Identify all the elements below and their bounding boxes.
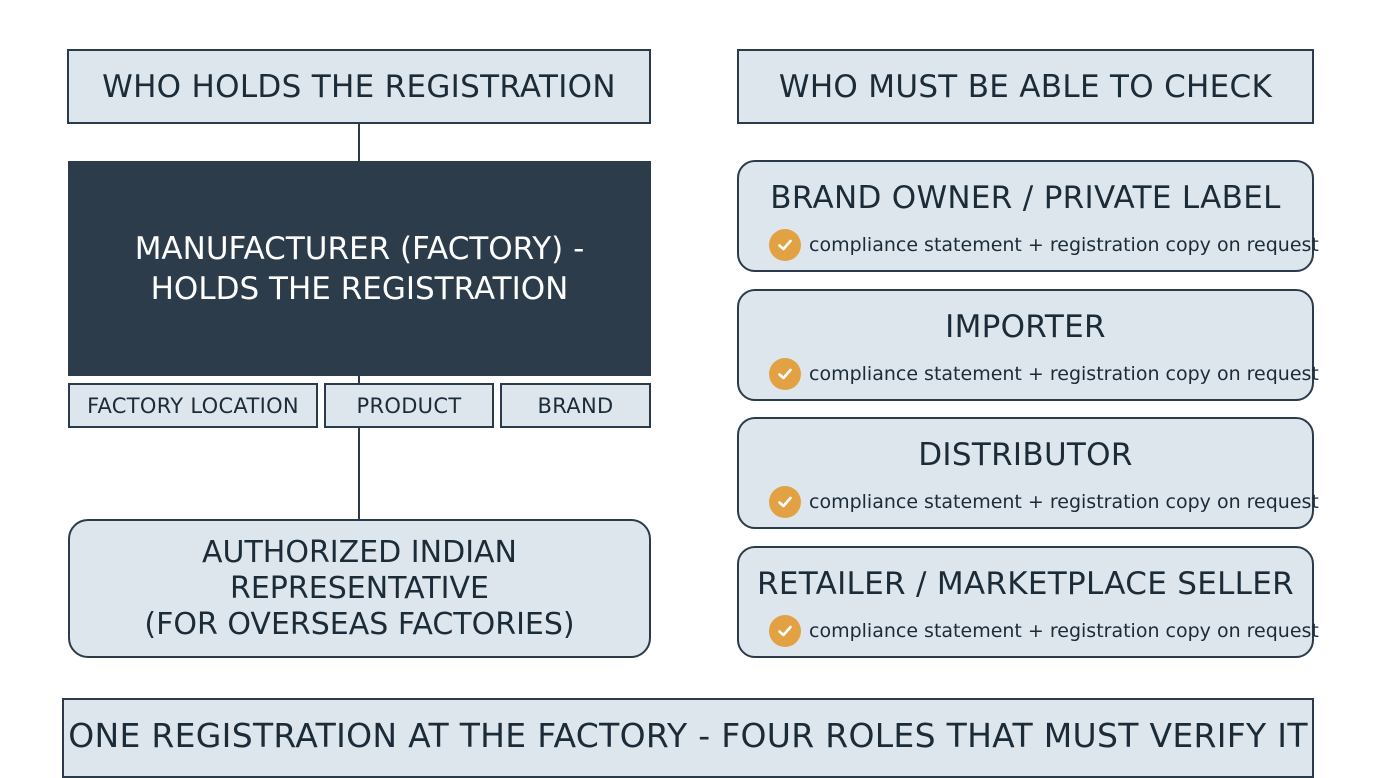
- role-card-brand-owner: BRAND OWNER / PRIVATE LABEL compliance s…: [737, 160, 1319, 272]
- role-title: BRAND OWNER / PRIVATE LABEL: [770, 180, 1281, 216]
- summary-text: ONE REGISTRATION AT THE FACTORY - FOUR R…: [68, 716, 1308, 755]
- check-circle-icon: [769, 486, 801, 518]
- attribute-label: FACTORY LOCATION: [87, 393, 299, 418]
- representative-label-line2: REPRESENTATIVE: [230, 570, 489, 606]
- check-circle-icon: [769, 358, 801, 390]
- role-requirement: compliance statement + registration copy…: [769, 614, 1319, 648]
- header-label: WHO MUST BE ABLE TO CHECK: [778, 68, 1273, 105]
- manufacturer-label-line1: MANUFACTURER (FACTORY) -: [134, 230, 585, 267]
- connector-line: [358, 428, 360, 519]
- header-label: WHO HOLDS THE REGISTRATION: [102, 68, 616, 105]
- representative-label-line1: AUTHORIZED INDIAN: [201, 534, 517, 570]
- connector-line: [358, 376, 360, 383]
- authorized-representative-box: AUTHORIZED INDIAN REPRESENTATIVE (FOR OV…: [68, 519, 651, 658]
- role-card-retailer: RETAILER / MARKETPLACE SELLER compliance…: [737, 546, 1319, 658]
- manufacturer-label-line2: HOLDS THE REGISTRATION: [150, 270, 569, 307]
- role-requirement: compliance statement + registration copy…: [769, 357, 1319, 391]
- connector-line: [358, 124, 360, 161]
- role-title: RETAILER / MARKETPLACE SELLER: [757, 566, 1294, 602]
- role-title: DISTRIBUTOR: [918, 437, 1133, 473]
- role-title: IMPORTER: [945, 309, 1106, 345]
- attribute-factory-location: FACTORY LOCATION: [68, 383, 318, 428]
- requirement-text: compliance statement + registration copy…: [809, 363, 1319, 385]
- summary-banner: ONE REGISTRATION AT THE FACTORY - FOUR R…: [62, 698, 1314, 778]
- registration-holder-header: WHO HOLDS THE REGISTRATION: [67, 49, 651, 124]
- attribute-brand: BRAND: [500, 383, 651, 428]
- check-circle-icon: [769, 229, 801, 261]
- attribute-label: PRODUCT: [356, 393, 462, 418]
- verifier-header: WHO MUST BE ABLE TO CHECK: [737, 49, 1314, 124]
- requirement-text: compliance statement + registration copy…: [809, 491, 1319, 513]
- representative-label-line3: (FOR OVERSEAS FACTORIES): [144, 606, 575, 642]
- requirement-text: compliance statement + registration copy…: [809, 620, 1319, 642]
- attribute-label: BRAND: [537, 393, 614, 418]
- role-requirement: compliance statement + registration copy…: [769, 228, 1319, 262]
- requirement-text: compliance statement + registration copy…: [809, 234, 1319, 256]
- attribute-product: PRODUCT: [324, 383, 494, 428]
- manufacturer-box: MANUFACTURER (FACTORY) - HOLDS THE REGIS…: [68, 161, 651, 376]
- role-card-distributor: DISTRIBUTOR compliance statement + regis…: [737, 417, 1319, 529]
- role-card-importer: IMPORTER compliance statement + registra…: [737, 289, 1319, 401]
- check-circle-icon: [769, 615, 801, 647]
- role-requirement: compliance statement + registration copy…: [769, 485, 1319, 519]
